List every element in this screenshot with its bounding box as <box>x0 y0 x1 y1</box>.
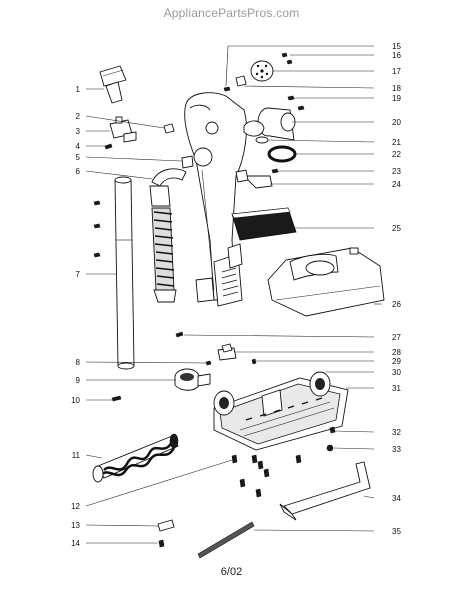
callout-30: 30 <box>392 368 401 377</box>
callout-11: 11 <box>72 451 81 460</box>
callout-10: 10 <box>71 396 80 405</box>
revision-code: 6/02 <box>220 566 243 578</box>
part-hose <box>149 168 187 303</box>
callout-27: 27 <box>392 333 401 342</box>
callout-2: 2 <box>76 112 81 121</box>
part-handle-body <box>184 92 247 307</box>
callout-14: 14 <box>71 539 80 548</box>
part-screw-23 <box>271 168 279 174</box>
part-switch <box>109 116 137 143</box>
part-hood <box>267 247 385 317</box>
part-strip <box>197 521 255 559</box>
callout-35: 35 <box>392 527 401 536</box>
callout-4: 4 <box>76 142 81 151</box>
callout-25: 25 <box>392 224 401 233</box>
part-wand-screws <box>93 200 101 258</box>
part-screw-27 <box>175 331 184 338</box>
part-fan <box>250 60 274 82</box>
part-screws-19 <box>287 95 305 111</box>
part-upholstery-nozzle <box>99 65 127 104</box>
part-wheel-33 <box>326 444 334 452</box>
part-small-bracket <box>157 519 175 548</box>
part-screws-left <box>104 143 122 402</box>
callout-28: 28 <box>392 348 401 357</box>
callout-12: 12 <box>71 502 80 511</box>
part-top-screws <box>281 52 293 65</box>
callout-31: 31 <box>392 384 401 393</box>
callout-26: 26 <box>392 300 401 309</box>
callout-5: 5 <box>76 153 81 162</box>
callout-9: 9 <box>76 376 81 385</box>
callout-23: 23 <box>392 167 401 176</box>
part-brush-roll <box>92 433 179 483</box>
callout-32: 32 <box>392 428 401 437</box>
callout-18: 18 <box>392 84 401 93</box>
part-extension-wand <box>114 176 135 370</box>
callout-6: 6 <box>76 167 81 176</box>
callout-15: 15 <box>392 42 401 51</box>
part-latch <box>205 343 257 366</box>
part-pedal <box>235 169 273 189</box>
part-bushing <box>223 75 247 92</box>
part-seal-ring <box>267 145 297 163</box>
site-watermark: AppliancePartsPros.com <box>163 6 300 20</box>
callout-33: 33 <box>392 445 401 454</box>
callouts-right: 15 16 17 18 19 20 21 22 23 24 25 26 27 2… <box>392 42 401 536</box>
callout-16: 16 <box>392 51 401 60</box>
callout-1: 1 <box>76 85 81 94</box>
callout-3: 3 <box>76 127 81 136</box>
callout-17: 17 <box>392 67 401 76</box>
callout-13: 13 <box>71 521 80 530</box>
callout-7: 7 <box>76 270 81 279</box>
callout-8: 8 <box>76 358 81 367</box>
part-dusting-brush <box>174 368 211 391</box>
callout-34: 34 <box>392 494 401 503</box>
callout-20: 20 <box>392 118 401 127</box>
part-clip <box>181 155 194 169</box>
leader-lines <box>85 45 382 544</box>
part-base-screws <box>231 454 302 498</box>
callout-24: 24 <box>392 180 401 189</box>
part-bumper <box>279 461 371 521</box>
part-screw-32 <box>329 426 336 434</box>
part-gasket <box>255 136 269 144</box>
callouts-left: 1 2 3 4 5 6 7 8 9 10 11 12 13 14 <box>71 85 80 548</box>
part-filter <box>231 207 297 241</box>
part-base <box>213 371 349 451</box>
part-pin <box>163 123 175 134</box>
callout-21: 21 <box>392 138 401 147</box>
callout-22: 22 <box>392 150 401 159</box>
callout-19: 19 <box>392 94 401 103</box>
callout-29: 29 <box>392 357 401 366</box>
part-motor-housing <box>243 107 296 141</box>
